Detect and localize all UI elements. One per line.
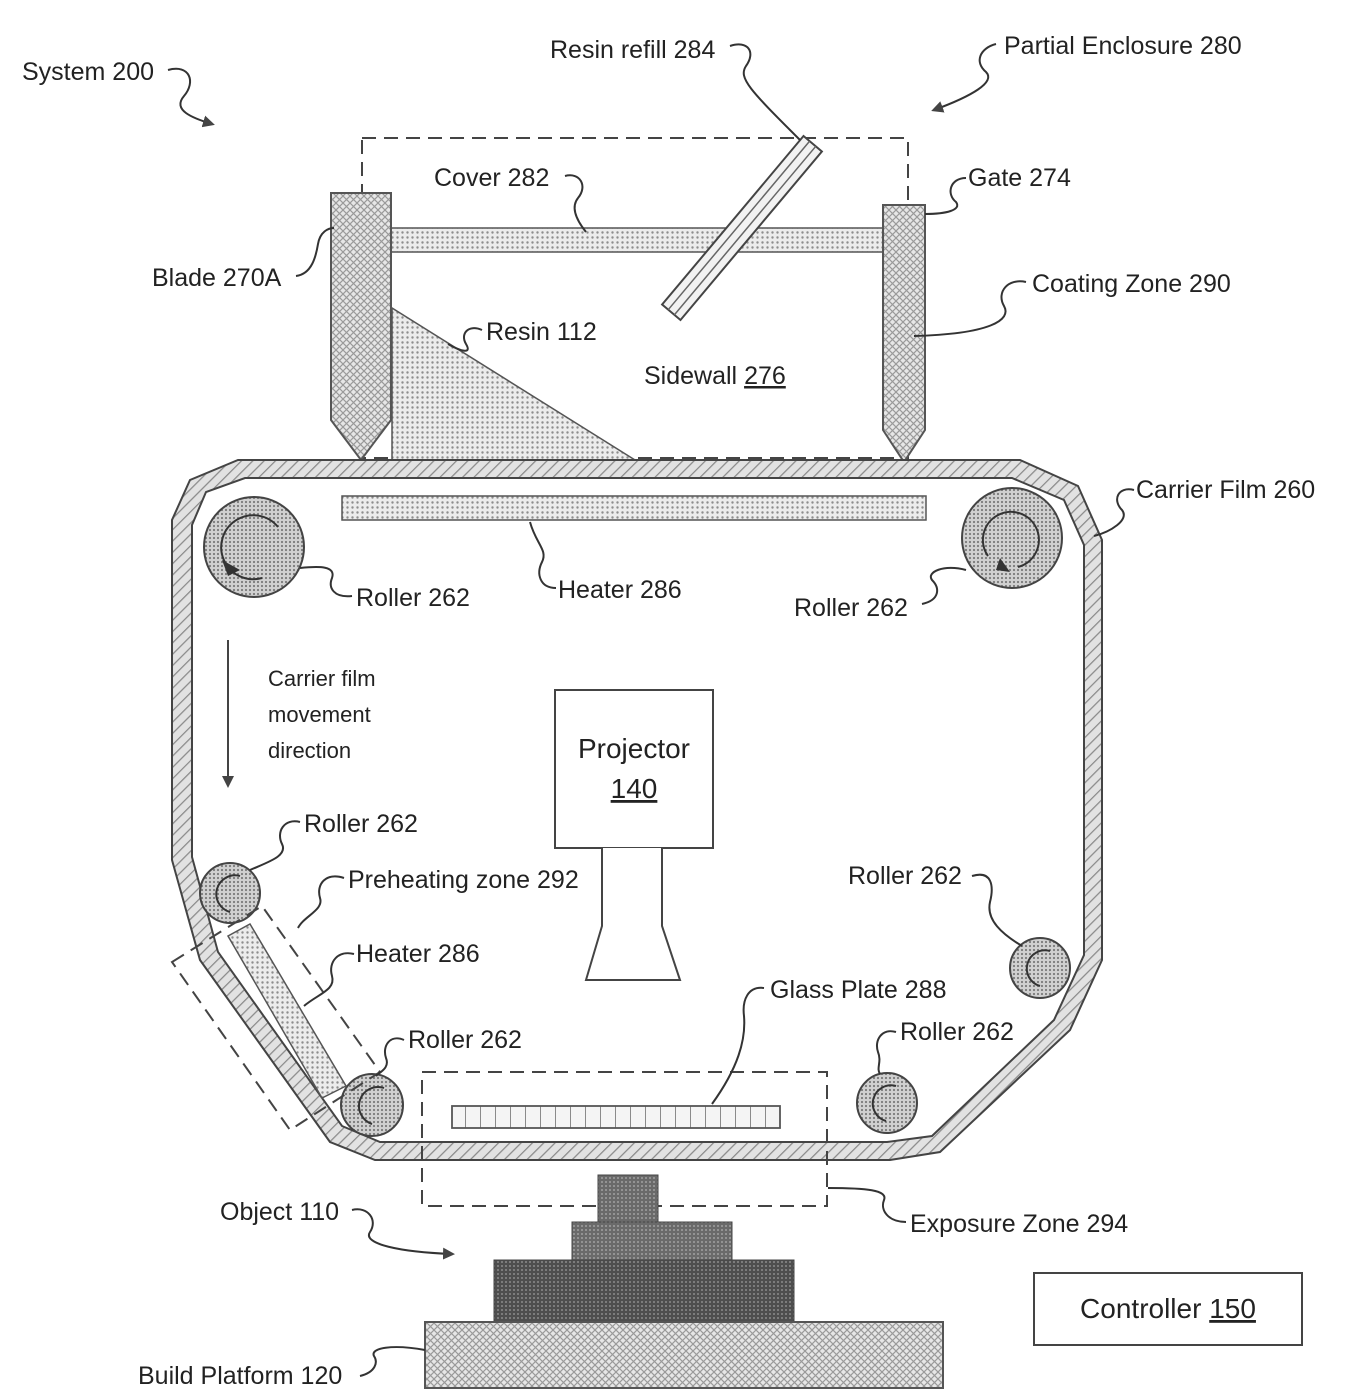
projector-label: Projector	[578, 733, 690, 764]
object-tier-top	[598, 1175, 658, 1223]
object-leader	[352, 1209, 452, 1254]
resin-refill-leader	[730, 44, 800, 140]
roller-bottom-right-leader	[877, 1031, 896, 1074]
roller-top-left-label: Roller 262	[356, 584, 470, 612]
exposure-zone-leader	[828, 1188, 906, 1222]
roller-bottom-left-leader	[376, 1038, 404, 1076]
system-label: System 200	[22, 58, 154, 86]
partial-enclosure-leader	[934, 44, 996, 110]
roller-right-leader	[972, 875, 1022, 946]
heater-left-leader	[304, 953, 354, 1006]
blade-label: Blade 270A	[152, 264, 282, 292]
glass-plate-leader	[712, 988, 764, 1104]
roller-top-right-label: Roller 262	[794, 594, 908, 622]
projector-lens	[586, 848, 680, 980]
gate-leader	[925, 178, 966, 214]
roller-left-upper-label: Roller 262	[304, 810, 418, 838]
resin-refill-label: Resin refill 284	[550, 36, 715, 64]
coating-zone-leader	[914, 281, 1026, 336]
roller-top-left-leader	[300, 567, 352, 596]
direction-text-line3: direction	[268, 738, 351, 763]
blade	[331, 193, 391, 460]
roller-bottom-right-label: Roller 262	[900, 1018, 1014, 1046]
controller-label: Controller 150	[1080, 1293, 1256, 1324]
gate	[883, 205, 925, 462]
resin-label: Resin 112	[486, 318, 597, 346]
blade-leader	[296, 228, 334, 276]
heater-top-label: Heater 286	[558, 576, 682, 604]
gate-label: Gate 274	[968, 164, 1071, 192]
roller-bottom-right	[857, 1073, 917, 1133]
direction-text-line1: Carrier film	[268, 666, 376, 691]
resin-leader	[448, 328, 482, 351]
roller-bottom-left-label: Roller 262	[408, 1026, 522, 1054]
object-tier-middle	[572, 1222, 732, 1262]
build-platform	[425, 1322, 943, 1388]
carrier-film-leader	[1094, 489, 1134, 536]
object-tier-bottom	[494, 1260, 794, 1322]
heater-left-label: Heater 286	[356, 940, 480, 968]
roller-left-upper-leader	[250, 821, 300, 870]
cover-label: Cover 282	[434, 164, 549, 192]
exposure-zone-label: Exposure Zone 294	[910, 1210, 1128, 1238]
heater-top	[342, 496, 926, 520]
projector-box	[555, 690, 713, 848]
direction-text-line2: movement	[268, 702, 371, 727]
build-platform-leader	[360, 1347, 425, 1376]
build-platform-label: Build Platform 120	[138, 1362, 342, 1390]
cover-bar	[390, 228, 884, 252]
roller-right	[1010, 938, 1070, 998]
glass-plate	[452, 1106, 780, 1128]
preheating-zone-label: Preheating zone 292	[348, 866, 579, 894]
roller-top-right	[962, 488, 1062, 588]
object-label: Object 110	[220, 1198, 339, 1226]
coating-zone-label: Coating Zone 290	[1032, 270, 1231, 298]
partial-enclosure-label: Partial Enclosure 280	[1004, 32, 1242, 60]
system-leader	[168, 69, 212, 124]
glass-plate-label: Glass Plate 288	[770, 976, 947, 1004]
heater-top-leader	[530, 522, 556, 588]
roller-top-right-leader	[922, 568, 966, 604]
carrier-film-label: Carrier Film 260	[1136, 476, 1315, 504]
roller-top-left	[204, 497, 304, 597]
roller-right-label: Roller 262	[848, 862, 962, 890]
cover-leader	[565, 175, 586, 232]
sidewall-label: Sidewall 276	[644, 362, 786, 390]
projector-ref: 140	[611, 773, 658, 804]
roller-bottom-left	[341, 1074, 403, 1136]
preheating-zone-leader	[298, 876, 344, 928]
